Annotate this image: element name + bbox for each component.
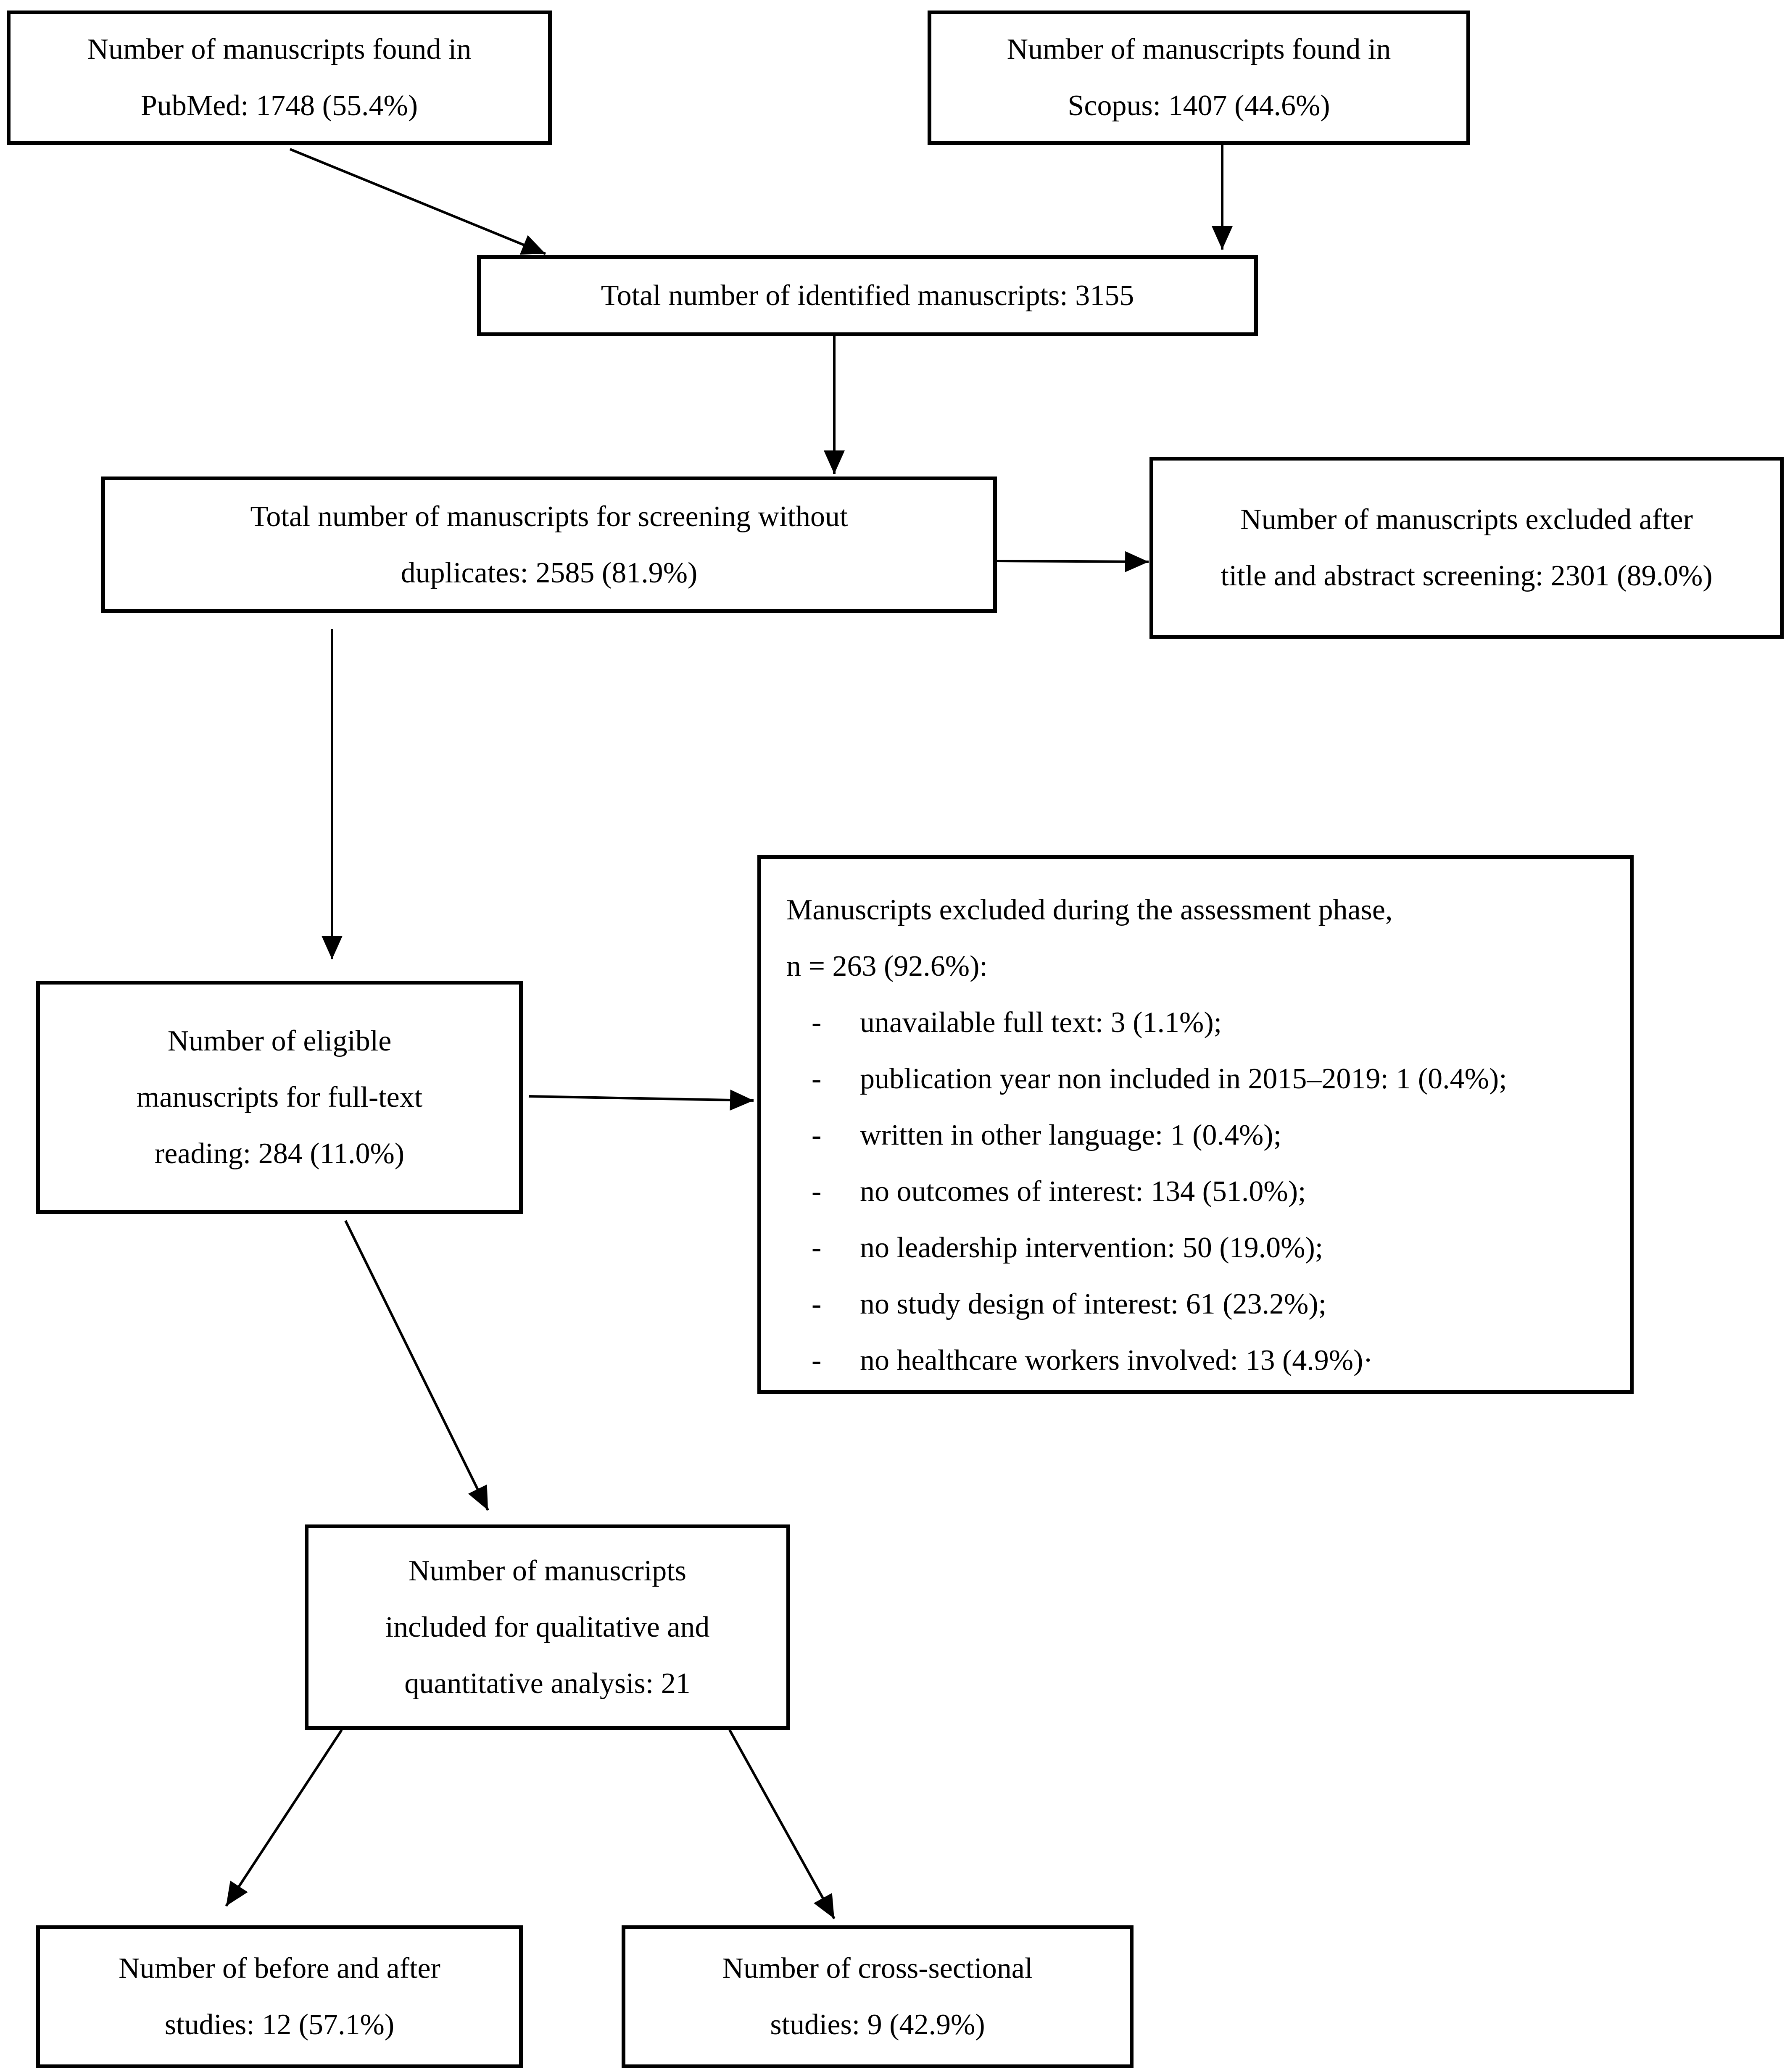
pubmed-line-1: Number of manuscripts found in	[87, 33, 472, 66]
list-item: - publication year non included in 2015–2…	[786, 1051, 1507, 1107]
list-item-text: unavailable full text: 3 (1.1%);	[860, 1006, 1222, 1039]
list-item: - no healthcare workers involved: 13 (4.9…	[786, 1332, 1373, 1389]
included-line-3: quantitative analysis: 21	[404, 1667, 691, 1700]
bullet-dash: -	[812, 1006, 822, 1039]
bullet-dash: -	[812, 1119, 822, 1151]
before-after-box: Number of before and after studies: 12 (…	[36, 1925, 523, 2068]
bullet-dash: -	[812, 1175, 822, 1208]
excluded-title-abstract-line-1: Number of manuscripts excluded after	[1240, 503, 1693, 536]
included-box: Number of manuscripts included for quali…	[305, 1524, 790, 1730]
pubmed-line-2: PubMed: 1748 (55.4%)	[140, 90, 418, 122]
list-item-text: no study design of interest: 61 (23.2%);	[860, 1288, 1327, 1320]
list-item: - no outcomes of interest: 134 (51.0%);	[786, 1164, 1306, 1220]
scopus-box: Number of manuscripts found in Scopus: 1…	[928, 11, 1470, 145]
identified-box: Total number of identified manuscripts: …	[477, 255, 1258, 336]
excluded-title-abstract-line-2: title and abstract screening: 2301 (89.0…	[1221, 559, 1713, 592]
arrow-pubmed-to-identified	[289, 148, 546, 255]
list-item: - unavailable full text: 3 (1.1%);	[786, 995, 1222, 1051]
cross-sectional-line-2: studies: 9 (42.9%)	[770, 2009, 985, 2041]
bullet-dash: -	[812, 1232, 822, 1264]
scopus-line-2: Scopus: 1407 (44.6%)	[1068, 90, 1330, 122]
excluded-assessment-box: Manuscripts excluded during the assessme…	[757, 855, 1634, 1394]
list-item-text: no leadership intervention: 50 (19.0%);	[860, 1232, 1323, 1264]
bullet-dash: -	[812, 1063, 822, 1095]
before-after-line-2: studies: 12 (57.1%)	[164, 2009, 395, 2041]
screening-line-2: duplicates: 2585 (81.9%)	[401, 556, 698, 589]
list-item: - no study design of interest: 61 (23.2%)…	[786, 1276, 1326, 1332]
list-item-text: no healthcare workers involved: 13 (4.9%…	[860, 1344, 1373, 1377]
eligible-box: Number of eligible manuscripts for full-…	[36, 981, 523, 1214]
list-item-text: written in other language: 1 (0.4%);	[860, 1119, 1282, 1151]
excluded-assessment-header-2: n = 263 (92.6%):	[786, 950, 988, 982]
eligible-line-2: manuscripts for full-text	[136, 1081, 423, 1114]
screening-box: Total number of manuscripts for screenin…	[101, 477, 997, 613]
arrow-included-to-cross-sectional	[728, 1729, 836, 1919]
bullet-dash: -	[812, 1288, 822, 1320]
excluded-assessment-header-1: Manuscripts excluded during the assessme…	[786, 894, 1393, 926]
before-after-line-1: Number of before and after	[119, 1952, 440, 1985]
pubmed-box: Number of manuscripts found in PubMed: 1…	[7, 11, 552, 145]
list-item: - no leadership intervention: 50 (19.0%);	[786, 1220, 1323, 1276]
arrow-eligible-to-excluded-assessment	[528, 1089, 754, 1111]
cross-sectional-box: Number of cross-sectional studies: 9 (42…	[622, 1925, 1134, 2068]
identified-line-1: Total number of identified manuscripts: …	[601, 279, 1134, 312]
bullet-dash: -	[812, 1344, 822, 1377]
included-line-2: included for qualitative and	[385, 1611, 710, 1643]
list-item-text: publication year non included in 2015–20…	[860, 1063, 1507, 1095]
arrow-eligible-to-included	[344, 1220, 489, 1511]
arrow-screening-to-excluded	[996, 551, 1149, 572]
cross-sectional-line-1: Number of cross-sectional	[722, 1952, 1033, 1985]
excluded-title-abstract-box: Number of manuscripts excluded after tit…	[1149, 457, 1784, 639]
included-line-1: Number of manuscripts	[409, 1554, 686, 1587]
list-item: - written in other language: 1 (0.4%);	[786, 1107, 1281, 1164]
list-item-text: no outcomes of interest: 134 (51.0%);	[860, 1175, 1306, 1208]
arrow-included-to-before-after	[225, 1729, 343, 1907]
screening-line-1: Total number of manuscripts for screenin…	[250, 500, 848, 533]
scopus-line-1: Number of manuscripts found in	[1007, 33, 1391, 66]
eligible-line-1: Number of eligible	[167, 1024, 392, 1057]
eligible-line-3: reading: 284 (11.0%)	[154, 1137, 405, 1170]
